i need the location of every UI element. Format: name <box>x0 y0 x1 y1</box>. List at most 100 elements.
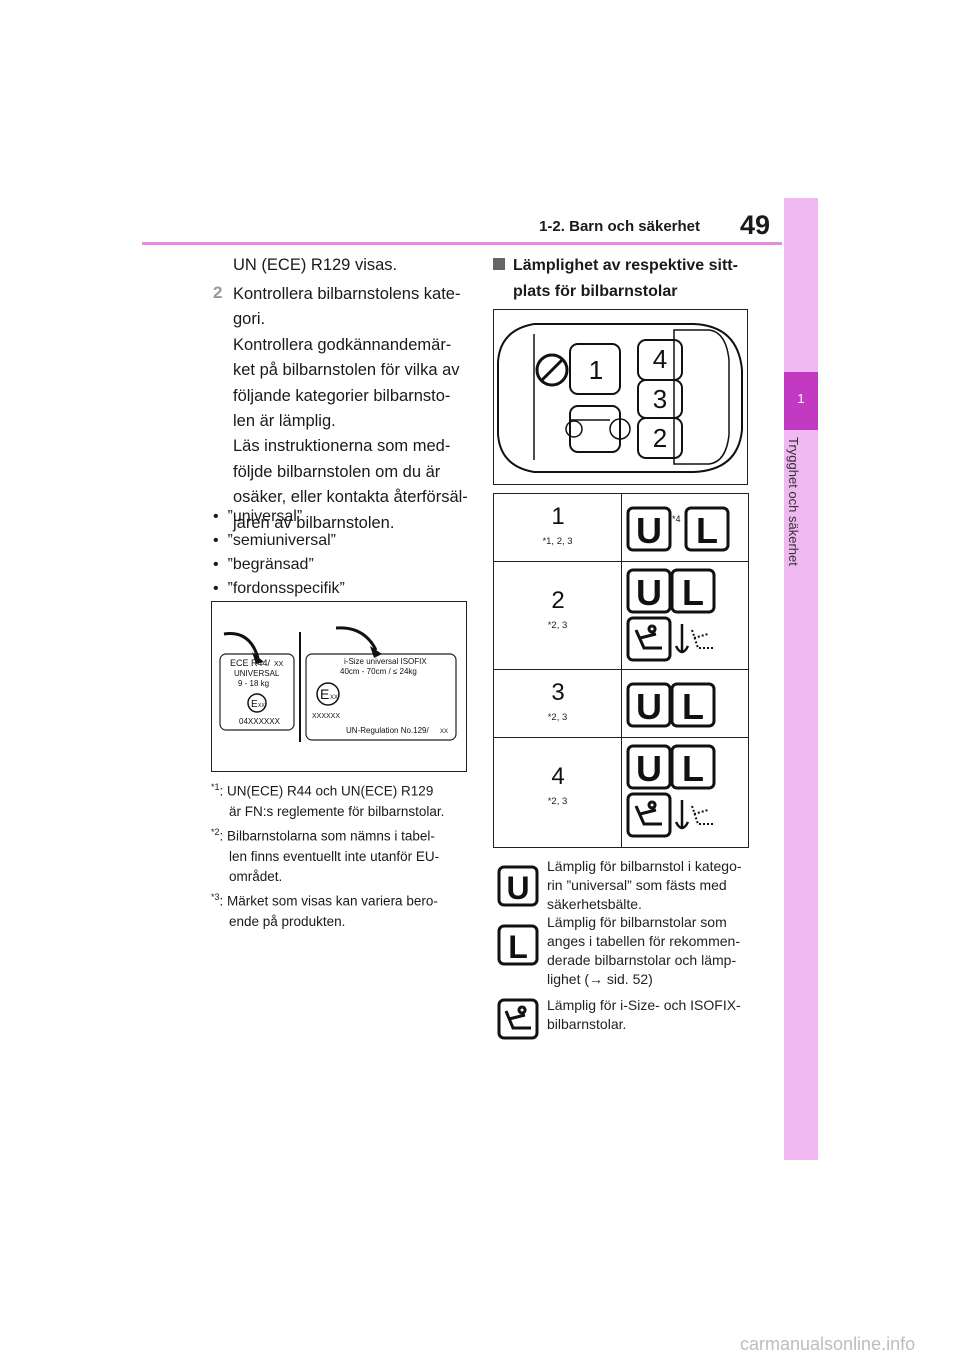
list-item-text: ”fordonsspecifik” <box>227 580 345 597</box>
svg-text:U: U <box>636 686 662 727</box>
list-item-text: ”begränsad” <box>227 556 314 573</box>
tether-seat-icon <box>691 805 714 825</box>
table-row: 1 *1, 2, 3 U *4 L <box>494 494 748 562</box>
no-rear-facing-seat-icon <box>535 353 569 387</box>
child-seat-glyph <box>634 624 662 650</box>
svg-text:3: 3 <box>551 679 564 704</box>
svg-text:L: L <box>682 686 704 727</box>
step-line: jaren av bilbarnstolen. <box>233 513 395 532</box>
step-line: Kontrollera bilbarnstolens kate- <box>233 285 461 303</box>
seat-number: 2 <box>494 584 621 617</box>
seat-label-1: 1 <box>589 355 603 385</box>
list-item: • ”semiuniversal” <box>213 532 336 549</box>
l-mark-icon <box>670 568 716 614</box>
step-line: osäker, eller kontakta återförsäl- <box>233 488 468 507</box>
r44-xx: XX <box>274 661 284 668</box>
section-heading: Lämplighet av respektive sitt- plats för… <box>493 253 753 305</box>
r129-code: XXXXXX <box>312 713 340 720</box>
l-mark-icon <box>670 682 716 728</box>
steering-wheel-icon <box>565 420 583 438</box>
table-row: 4 *2, 3 U L <box>494 738 748 848</box>
footnote-line: *2: Bilbarnstolarna som nämns i tabel- <box>211 822 471 847</box>
list-item: • ”fordonsspecifik” <box>213 580 345 597</box>
step-line: Läs instruktionerna som med- <box>233 437 451 456</box>
intro-line: UN (ECE) R129 visas. <box>233 256 398 274</box>
header-rule <box>142 242 782 245</box>
prohibit-slash <box>539 357 565 383</box>
footnote-text: : Bilbarnstolarna som nämns i tabel- <box>219 828 435 844</box>
step-line: ket på bilbarnstolen för vilka av <box>233 361 460 380</box>
svg-text:L: L <box>682 572 704 613</box>
anchor-icon <box>674 624 690 654</box>
seat-number: 3 <box>494 676 621 709</box>
svg-text:U: U <box>636 748 662 789</box>
u-mark-icon <box>626 506 672 552</box>
svg-text:L: L <box>508 929 528 965</box>
seat-note: *2, 3 <box>547 796 568 807</box>
footnote-line: *1: UN(ECE) R44 och UN(ECE) R129 <box>211 777 471 802</box>
svg-text:U: U <box>636 572 662 613</box>
svg-text:2: 2 <box>551 587 564 612</box>
child-seat-glyph <box>634 800 662 826</box>
seat-label-4: 4 <box>653 344 667 374</box>
step-line: gori. <box>233 310 266 329</box>
list-item-text: ”universal” <box>227 508 303 525</box>
chapter-number: 1 <box>797 391 805 406</box>
isofix-seat-icon <box>626 792 672 838</box>
chapter-number-box[interactable] <box>784 372 818 430</box>
footnote: *1: UN(ECE) R44 och UN(ECE) R129 är FN:s… <box>211 777 471 822</box>
legend-u-text: Lämplig för bilbarnstol i katego- rin ”u… <box>547 858 742 912</box>
watermark-text[interactable]: carmanualsonline.info <box>740 1334 916 1354</box>
footnote-text: : Märket som visas kan variera bero- <box>219 893 438 909</box>
r44-line3: 9 - 18 kg <box>238 679 269 688</box>
table-row: 3 *2, 3 U L <box>494 670 748 738</box>
r44-mark: E <box>251 699 258 710</box>
svg-text:1: 1 <box>551 503 564 528</box>
page-number: 49 <box>739 210 770 240</box>
r129-mark-sub: XX <box>330 695 338 701</box>
arrow-icon <box>223 632 260 659</box>
r129-reg-xx: XX <box>440 729 448 735</box>
footnote-mark: *1 <box>211 782 220 792</box>
e-mark-icon <box>316 682 340 706</box>
r44-code: 04XXXXXX <box>239 717 281 726</box>
seat-number: 1 <box>494 500 621 533</box>
legend-u-icon: U <box>497 865 539 907</box>
seat-driver <box>569 405 621 453</box>
u-mark-icon <box>626 568 672 614</box>
table-cell-seat: 2 *2, 3 <box>494 562 622 669</box>
footnote-mark: *2 <box>211 827 220 837</box>
list-item: • ”begränsad” <box>213 556 314 573</box>
bullet-list: • ”universal” • ”semiuniversal” • ”begrä… <box>213 505 345 601</box>
seat-label-3: 3 <box>653 384 667 414</box>
chapter-title: Trygghet och säkerhet <box>786 437 801 566</box>
seat-note: *2, 3 <box>547 712 568 723</box>
l-mark-icon <box>684 506 730 552</box>
anchor-icon <box>674 800 690 830</box>
legend-isofix-icon <box>497 998 539 1040</box>
arrow-head-icon <box>252 652 264 664</box>
r129-line2: 40cm - 70cm / ≤ 24kg <box>340 667 417 676</box>
arrow-icon <box>335 626 378 651</box>
footnote: *3: Märket som visas kan variera bero- e… <box>211 887 471 932</box>
step-line: len är lämplig. <box>233 412 336 431</box>
list-item: • ”universal” <box>213 508 303 525</box>
footnote-line: området. <box>229 868 283 884</box>
table-row: 2 *2, 3 U L <box>494 562 748 670</box>
svg-text:L: L <box>696 510 718 551</box>
svg-text:U: U <box>636 510 662 551</box>
seat-front-passenger <box>569 343 621 395</box>
driver-head-icon <box>609 418 631 440</box>
legend-l-icon: L <box>497 924 539 966</box>
seat-rear-left <box>637 417 683 459</box>
square-bullet-icon <box>493 258 505 270</box>
watermark-strip <box>0 1330 960 1358</box>
car-topview-svg: 1 4 3 2 <box>497 323 743 473</box>
u-l-marks: U L <box>626 682 716 728</box>
step-text: Kontrollera bilbarnstolens kate- gori. K… <box>233 282 473 536</box>
r44-mark-sub: XX <box>258 703 265 709</box>
arrow-head-icon <box>370 646 382 658</box>
r129-line1: i-Size universal ISOFIX <box>344 657 427 666</box>
table-cell-seat: 4 *2, 3 <box>494 738 622 848</box>
seat-suitability-table: 1 *1, 2, 3 U *4 L 2 *2, 3 U L <box>493 493 749 848</box>
